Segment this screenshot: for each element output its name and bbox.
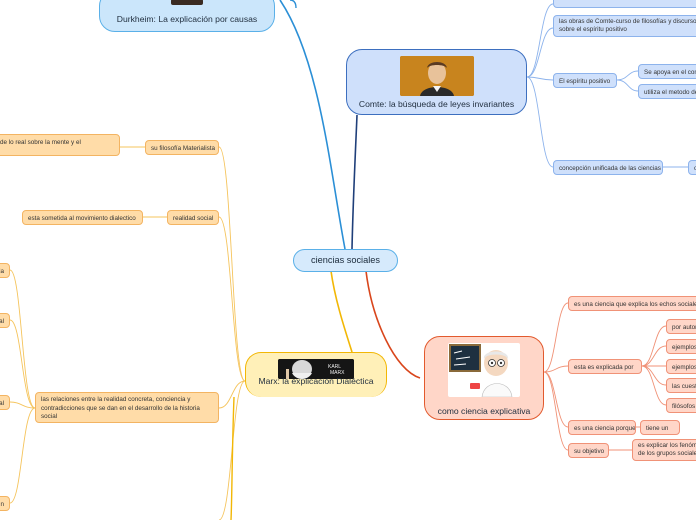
real-over-mind[interactable]: de lo real sobre la mente y el: [0, 134, 120, 156]
social-reality[interactable]: realidad social: [167, 210, 219, 225]
explains-social-facts[interactable]: es una ciencia que explica los echos soc…: [568, 296, 696, 311]
marx-portrait: KARL MARX: [278, 359, 354, 379]
marx-item-b[interactable]: al: [0, 313, 10, 328]
has-a[interactable]: tiene un: [640, 420, 680, 435]
is-science-because[interactable]: es una ciencia porque: [568, 420, 636, 435]
philosophers[interactable]: filósofos: [666, 398, 696, 413]
marx-title: Marx: la explicación Dialéctica: [258, 376, 374, 386]
questions[interactable]: las cuestiones: [666, 378, 696, 393]
comte-portrait-drawing: [399, 56, 474, 96]
materialist-philosophy[interactable]: su filosofía Materialista: [145, 140, 219, 155]
comte-positive-spirit[interactable]: El espíritu positivo: [553, 73, 617, 88]
marx-portrait-name-1: KARL: [328, 364, 341, 370]
examples-1[interactable]: ejemplos: [666, 339, 696, 354]
explained-by[interactable]: esta es explicada por: [568, 359, 642, 374]
comte-title: Comte: la búsqueda de leyes invariantes: [358, 99, 515, 109]
durkheim-topic[interactable]: Durkheim: La explicación por causas: [99, 0, 275, 32]
its-objective[interactable]: su objetivo: [568, 443, 609, 458]
link-durkheim: [279, 0, 346, 250]
link-marx: [330, 270, 353, 353]
dialectic-movement[interactable]: esta sometida al movimiento dialectico: [22, 210, 143, 225]
marx-topic[interactable]: KARL MARX Marx: la explicación Dialéctic…: [245, 352, 387, 397]
marx-item-a[interactable]: da: [0, 263, 10, 278]
explicativa-topic[interactable]: como ciencia explicativa: [424, 336, 544, 420]
examples-2[interactable]: ejemplos: [666, 359, 696, 374]
comte-knowledge[interactable]: Se apoya en el conocimiento: [638, 64, 696, 79]
comte-unified-child[interactable]: o: [688, 160, 696, 175]
comte-unified-sciences[interactable]: concepción unificada de las ciencias: [553, 160, 663, 175]
link-explicativa: [365, 270, 421, 379]
comte-top-item[interactable]: [553, 0, 696, 8]
comte-topic[interactable]: Comte: la búsqueda de leyes invariantes: [346, 49, 527, 115]
durkheim-title: Durkheim: La explicación por causas: [116, 14, 258, 24]
explicativa-title: como ciencia explicativa: [437, 406, 531, 416]
comte-method[interactable]: utiliza el metodo de: [638, 84, 696, 99]
by-authors[interactable]: por autores: [666, 319, 696, 334]
marx-portrait-drawing: KARL MARX: [278, 359, 354, 379]
marx-item-c[interactable]: al: [0, 395, 10, 410]
marx-portrait-name-2: MARX: [330, 370, 345, 376]
comte-portrait: [399, 56, 474, 96]
comte-works[interactable]: las obras de Comte-curso de filosofías y…: [553, 15, 696, 37]
scientist-picture: [448, 343, 520, 397]
scientist-drawing: [449, 344, 513, 397]
durkheim-portrait: [171, 0, 203, 5]
central-topic[interactable]: ciencias sociales: [293, 249, 398, 272]
explain-group-phenomena[interactable]: es explicar los fenómenos de los grupos …: [632, 439, 696, 461]
reality-relations[interactable]: las relaciones entre la realidad concret…: [35, 392, 219, 423]
link-comte: [351, 114, 358, 250]
marx-item-d[interactable]: n: [0, 496, 10, 511]
